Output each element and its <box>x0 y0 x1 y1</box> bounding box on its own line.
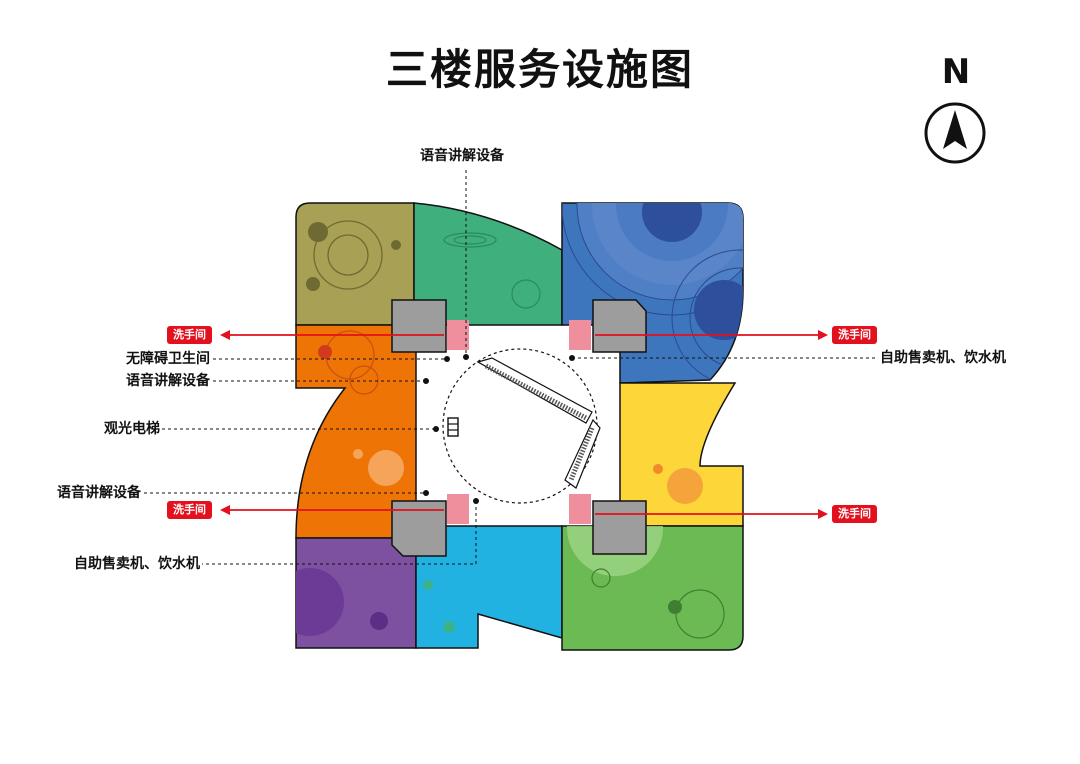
zone-olive <box>295 202 415 326</box>
restroom-badge-top-left: 洗手间 <box>167 326 212 344</box>
dot-vending-left <box>473 498 479 504</box>
pink-marker-top-right <box>569 320 591 350</box>
restroom-badge-bottom-right: 洗手间 <box>832 505 877 523</box>
label-audio-left-lower: 语音讲解设备 <box>57 485 141 501</box>
label-vending-left: 自助售卖机、饮水机 <box>74 556 200 572</box>
pink-marker-bottom-left <box>447 494 469 524</box>
sightseeing-elevator-icon[interactable] <box>447 417 459 437</box>
zone-blue <box>561 202 744 384</box>
dot-audio-left-upper <box>423 378 429 384</box>
label-audio-top: 语音讲解设备 <box>420 148 504 164</box>
pink-marker-top-left <box>447 320 469 350</box>
map-title: 三楼服务设施图 <box>385 45 694 94</box>
label-sightseeing-elevator: 观光电梯 <box>104 421 160 437</box>
dot-elevator <box>433 426 439 432</box>
leader-vending-left <box>202 501 477 565</box>
pink-marker-bottom-right <box>569 494 591 524</box>
service-core-top-left <box>391 299 447 353</box>
atrium <box>442 348 601 504</box>
dot-vending-right <box>569 355 575 361</box>
compass-north-label: N <box>941 52 971 92</box>
service-core-bottom-right <box>592 500 647 555</box>
service-core-top-right <box>592 299 647 353</box>
label-accessible-toilet: 无障碍卫生间 <box>126 351 210 367</box>
service-core-bottom-left <box>391 500 447 557</box>
restroom-badge-top-right: 洗手间 <box>832 326 877 344</box>
restroom-badge-bottom-left: 洗手间 <box>167 501 212 519</box>
dot-accessible-toilet <box>444 356 450 362</box>
dot-audio-left-lower <box>423 490 429 496</box>
north-arrow-icon <box>924 102 986 164</box>
zone-yellow <box>619 382 744 527</box>
label-audio-left-upper: 语音讲解设备 <box>126 373 210 389</box>
dot-audio-top <box>463 354 469 360</box>
zone-purple <box>295 537 417 649</box>
escalator-upper <box>476 357 593 424</box>
label-vending-right: 自助售卖机、饮水机 <box>880 350 1006 366</box>
escalator-lower <box>564 418 601 489</box>
